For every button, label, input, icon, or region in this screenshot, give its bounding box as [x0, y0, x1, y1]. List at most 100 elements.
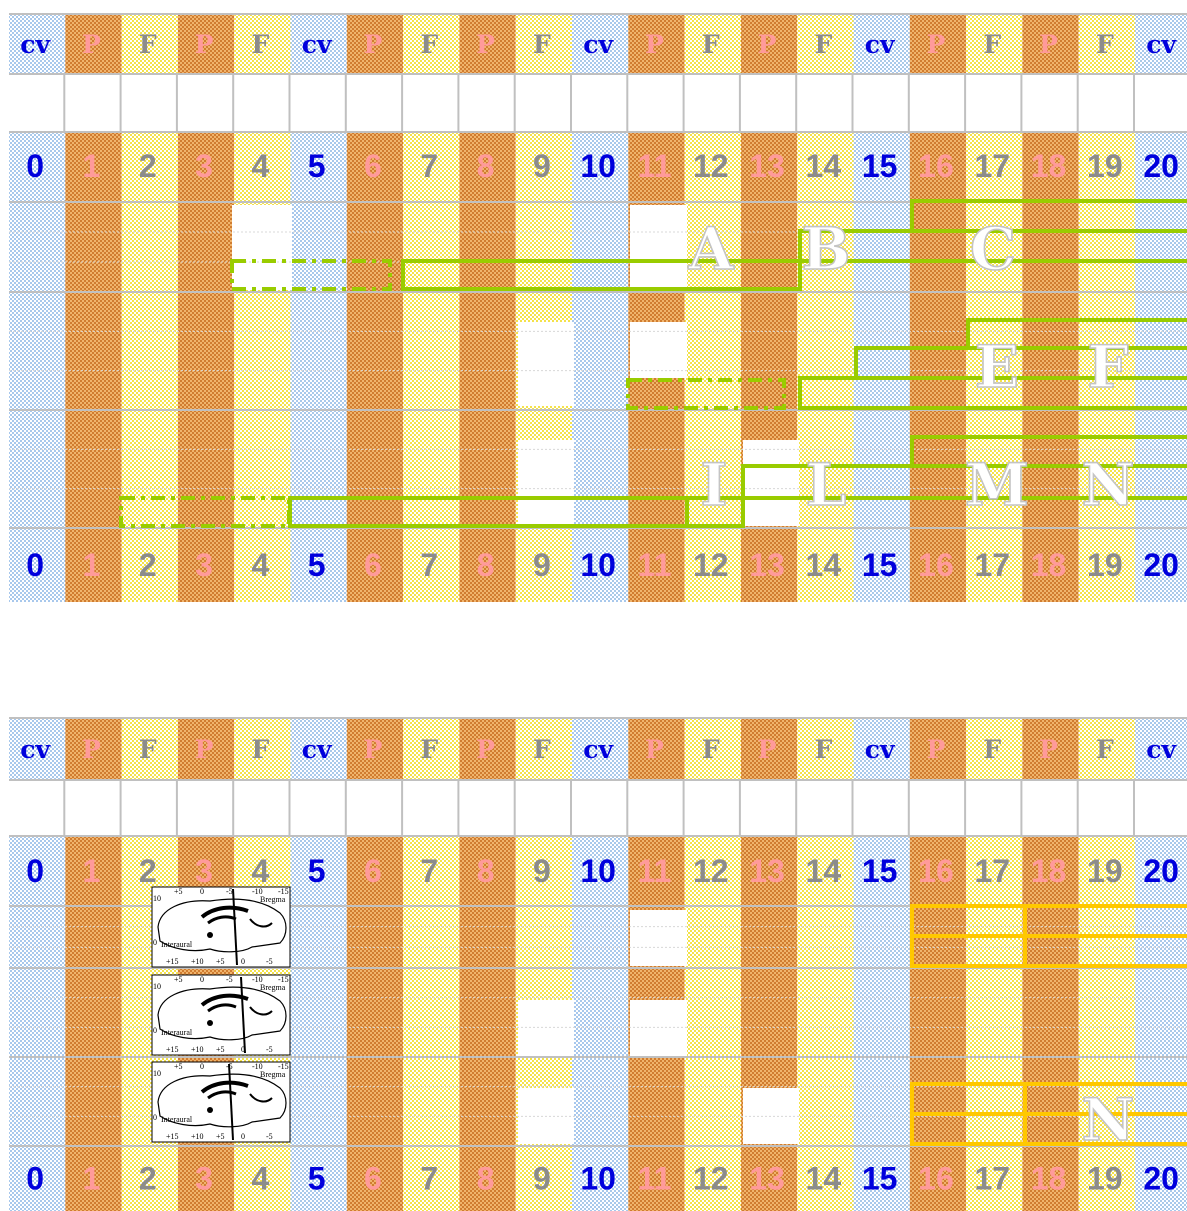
atlas-tick: +5 — [174, 887, 183, 896]
header-label: F — [420, 30, 438, 59]
number-label: 3 — [195, 148, 213, 184]
number-label: 18 — [1031, 148, 1067, 184]
number-label: 3 — [195, 547, 213, 583]
number-label: 9 — [533, 148, 551, 184]
header-label: cv — [1146, 735, 1177, 764]
number-label: 6 — [364, 1161, 382, 1197]
brain-structure — [207, 932, 213, 938]
column-band — [741, 130, 797, 602]
atlas-tick: 0 — [200, 975, 204, 984]
number-label: 12 — [693, 853, 729, 889]
atlas-tick: +15 — [166, 1045, 179, 1054]
column-band — [234, 130, 290, 602]
header-label: P — [195, 735, 214, 764]
atlas-tick: -5 — [226, 887, 233, 896]
number-label: 16 — [918, 148, 954, 184]
atlas-bregma-label: Bregma — [260, 983, 286, 992]
atlas-bregma-label: Bregma — [260, 1070, 286, 1079]
header-label: P — [364, 735, 383, 764]
header-label: F — [814, 30, 832, 59]
letter-n: N — [1081, 1086, 1134, 1154]
header-label: cv — [1146, 30, 1177, 59]
column-band — [1135, 836, 1187, 1211]
number-label: 8 — [477, 547, 495, 583]
header-label: F — [139, 735, 157, 764]
atlas-tick: +10 — [191, 957, 204, 966]
number-label: 20 — [1143, 547, 1179, 583]
header-label: cv — [20, 30, 51, 59]
atlas-tick: -5 — [266, 1045, 273, 1054]
column-band — [459, 836, 515, 1211]
number-label: 13 — [749, 547, 785, 583]
number-label: 12 — [693, 1161, 729, 1197]
header-label: F — [983, 30, 1001, 59]
atlas-bregma-label: Bregma — [260, 895, 286, 904]
header-label: F — [251, 30, 269, 59]
letter-m: M — [965, 451, 1029, 519]
number-label: 14 — [806, 547, 842, 583]
number-label: 11 — [638, 853, 672, 889]
header-label: F — [1096, 735, 1114, 764]
number-label: 11 — [638, 148, 672, 184]
atlas-interaural-label: Interaural — [161, 1028, 193, 1037]
number-label: 15 — [862, 148, 898, 184]
column-band — [572, 836, 628, 1211]
column-band — [966, 836, 1022, 1211]
atlas-interaural-label: Interaural — [161, 1115, 193, 1124]
header-label: P — [927, 30, 946, 59]
number-label: 17 — [974, 148, 1010, 184]
header-label: P — [476, 30, 495, 59]
header-label: P — [82, 30, 101, 59]
column-band — [854, 836, 910, 1211]
brain-structure — [207, 1107, 213, 1113]
atlas-tick: 0 — [241, 1045, 245, 1054]
letter-a: A — [687, 215, 734, 283]
atlas-tick: -10 — [252, 887, 263, 896]
atlas-interaural-label: Interaural — [161, 940, 193, 949]
number-label: 8 — [477, 853, 495, 889]
number-label: 0 — [26, 1161, 44, 1197]
brain-atlas-image: BregmaInteraural+50-5-10-15+15+10+50-510… — [152, 975, 290, 1055]
blank-cell — [518, 440, 574, 526]
number-label: 18 — [1031, 547, 1067, 583]
number-label: 12 — [693, 547, 729, 583]
number-label: 4 — [251, 148, 269, 184]
number-label: 18 — [1031, 853, 1067, 889]
column-band — [685, 130, 741, 602]
number-label: 14 — [806, 1161, 842, 1197]
header-label: cv — [583, 30, 614, 59]
letter-n: N — [1081, 451, 1134, 519]
number-label: 10 — [580, 853, 616, 889]
number-label: 17 — [974, 853, 1010, 889]
header-label: P — [195, 30, 214, 59]
number-label: 8 — [477, 1161, 495, 1197]
number-label: 0 — [26, 148, 44, 184]
header-label: cv — [20, 735, 51, 764]
header-label: F — [533, 735, 551, 764]
number-label: 3 — [195, 853, 213, 889]
atlas-tick: +5 — [216, 1132, 225, 1141]
atlas-tick: 0 — [241, 957, 245, 966]
blank-cell — [518, 1000, 574, 1056]
atlas-tick: -15 — [278, 1062, 289, 1071]
atlas-tick: +5 — [216, 957, 225, 966]
number-label: 13 — [749, 853, 785, 889]
header-label: F — [702, 735, 720, 764]
column-band — [65, 130, 121, 602]
header-label: cv — [302, 735, 333, 764]
column-band — [854, 130, 910, 602]
column-band — [1079, 836, 1135, 1211]
number-label: 3 — [195, 1161, 213, 1197]
letter-c: C — [970, 215, 1016, 283]
header-label: P — [645, 735, 664, 764]
number-label: 11 — [638, 1161, 672, 1197]
column-band — [459, 130, 515, 602]
blank-row — [0, 780, 1187, 836]
number-label: 19 — [1087, 148, 1123, 184]
blank-cell — [630, 910, 687, 966]
column-band — [9, 836, 65, 1211]
atlas-tick: -5 — [266, 1132, 273, 1141]
atlas-tick: 0 — [153, 1026, 157, 1035]
number-label: 10 — [580, 1161, 616, 1197]
number-label: 6 — [364, 547, 382, 583]
